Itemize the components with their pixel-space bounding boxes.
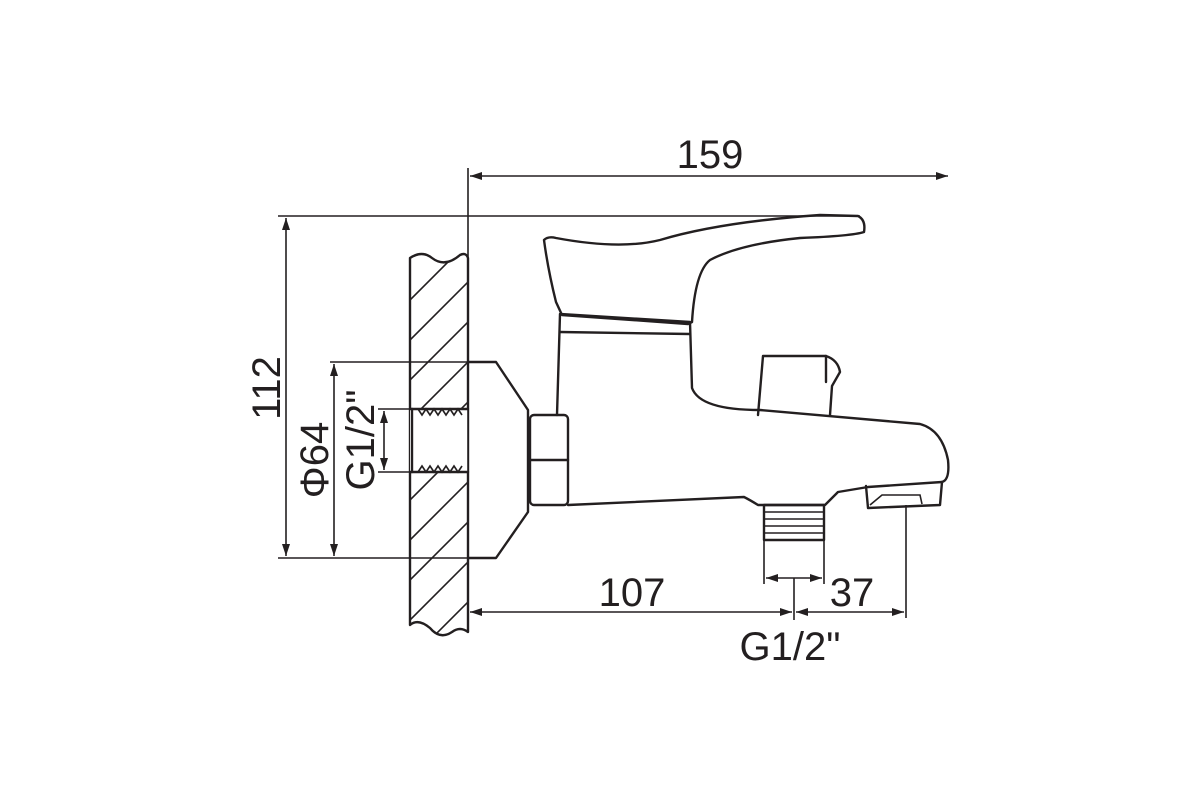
outlet-thread-connector: [762, 503, 826, 542]
dimension-outlet-to-spout: 37: [796, 505, 907, 618]
dimension-outlet-thread: G1/2": [740, 540, 841, 669]
lever-handle: [542, 213, 866, 326]
dimension-wall-to-outlet: 107: [470, 571, 795, 620]
dimension-outlet-to-spout-label: 37: [830, 571, 875, 615]
dimension-flange-diameter: Φ64: [293, 361, 496, 556]
inlet-thread-channel: [408, 407, 470, 474]
spout-aerator: [864, 480, 944, 510]
dimension-overall-length: 159: [470, 133, 948, 180]
diverter-knob: [756, 354, 842, 417]
dimension-overall-length-label: 159: [677, 133, 744, 177]
lever-joint: [558, 330, 692, 336]
hex-nut: [528, 413, 570, 507]
dimension-overall-height-label: 112: [245, 356, 289, 420]
faucet-body: [555, 312, 950, 507]
dimension-outlet-thread-label: G1/2": [740, 625, 841, 669]
dimension-flange-diameter-label: Φ64: [293, 422, 337, 498]
dimension-overall-height: 112: [245, 215, 860, 559]
escutcheon-flange: [466, 360, 530, 560]
dimension-inlet-thread: G1/2": [339, 390, 410, 491]
dimension-wall-to-outlet-label: 107: [599, 571, 666, 615]
dimension-inlet-thread-label: G1/2": [339, 390, 383, 491]
wall-section: [408, 252, 470, 637]
